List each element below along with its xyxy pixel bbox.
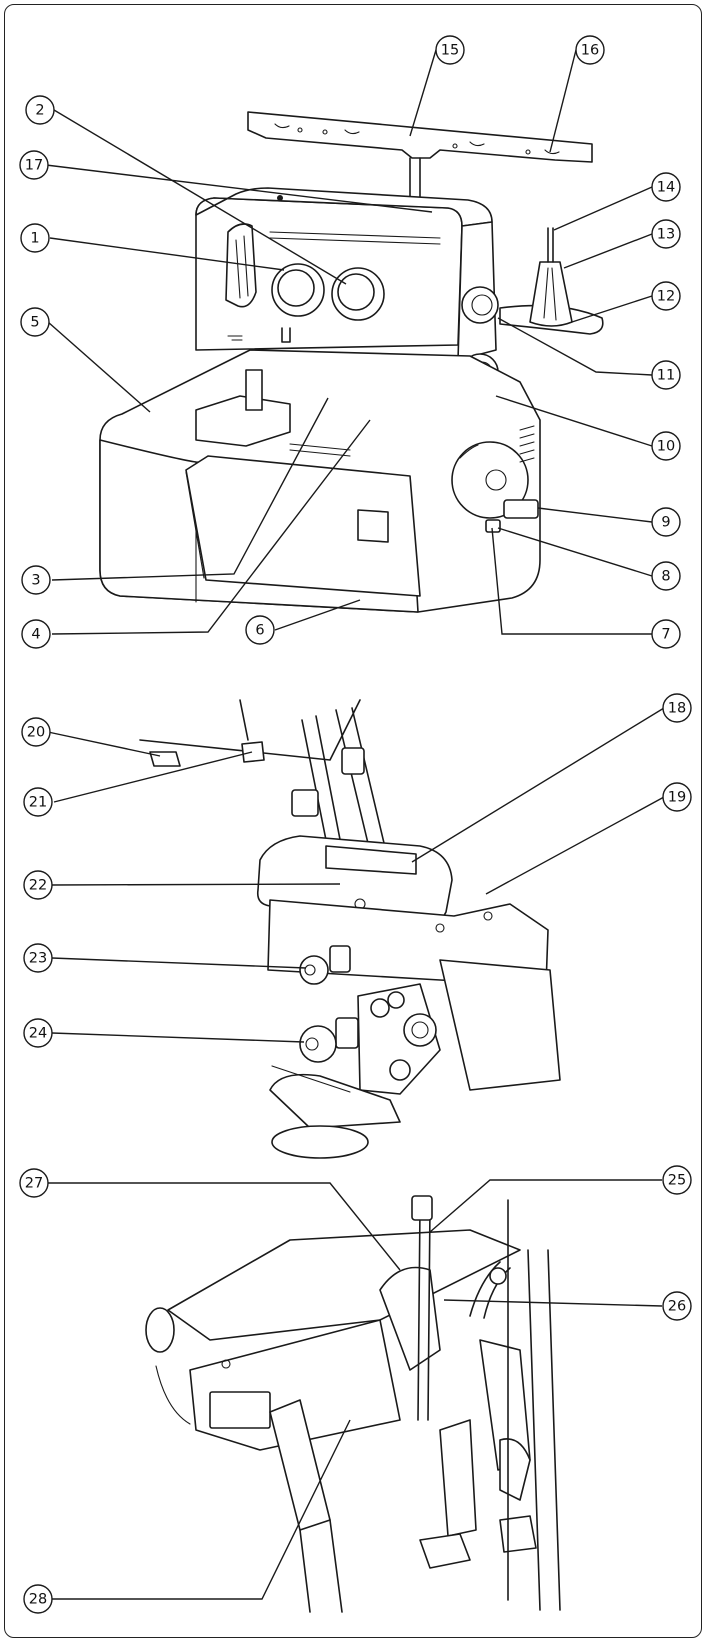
- callout-circle: [23, 787, 53, 817]
- callout-circle: [435, 35, 465, 65]
- callout-circle: [651, 431, 681, 461]
- callout-25: 25: [662, 1165, 692, 1195]
- callout-11: 11: [651, 360, 681, 390]
- callout-number: 10: [657, 439, 675, 455]
- callout-24: 24: [23, 1018, 53, 1048]
- callout-circle: [651, 281, 681, 311]
- callout-circle: [651, 172, 681, 202]
- callout-number: 7: [661, 627, 670, 643]
- looper-area-illustration: [145, 1195, 561, 1613]
- callout-circle: [662, 782, 692, 812]
- callout-number: 20: [27, 725, 45, 741]
- callout-3: 3: [21, 565, 51, 595]
- callout-7: 7: [651, 619, 681, 649]
- leader-lines: [45, 49, 665, 1600]
- callout-number: 25: [668, 1173, 686, 1189]
- callout-number: 26: [668, 1299, 686, 1315]
- callout-number: 9: [661, 515, 670, 531]
- callout-2: 2: [25, 95, 55, 125]
- callout-circle: [23, 943, 53, 973]
- callout-23: 23: [23, 943, 53, 973]
- callout-circle: [662, 693, 692, 723]
- callout-12: 12: [651, 281, 681, 311]
- callout-number: 24: [29, 1026, 47, 1042]
- callout-6: 6: [245, 615, 275, 645]
- callout-circle: [651, 561, 681, 591]
- callout-circle: [21, 717, 51, 747]
- callout-number: 11: [657, 368, 675, 384]
- callout-circle: [20, 307, 50, 337]
- callout-number: 3: [31, 573, 40, 589]
- callout-number: 19: [668, 790, 686, 806]
- callout-circle: [651, 219, 681, 249]
- callout-circle: [20, 223, 50, 253]
- callout-number: 27: [25, 1176, 43, 1192]
- callout-21: 21: [23, 787, 53, 817]
- callout-26: 26: [662, 1291, 692, 1321]
- callout-circle: [21, 565, 51, 595]
- callout-19: 19: [662, 782, 692, 812]
- callout-9: 9: [651, 507, 681, 537]
- callout-circle: [23, 870, 53, 900]
- callout-17: 17: [19, 150, 49, 180]
- overlock-machine-illustration: [99, 111, 604, 613]
- callout-8: 8: [651, 561, 681, 591]
- callout-4: 4: [21, 619, 51, 649]
- callout-circle: [25, 95, 55, 125]
- callout-circle: [575, 35, 605, 65]
- callout-1: 1: [20, 223, 50, 253]
- callout-16: 16: [575, 35, 605, 65]
- callout-circle: [21, 619, 51, 649]
- callout-circle: [662, 1165, 692, 1195]
- callout-number: 6: [255, 623, 264, 639]
- callout-number: 18: [668, 701, 686, 717]
- callout-18: 18: [662, 693, 692, 723]
- callout-circle: [651, 619, 681, 649]
- callout-22: 22: [23, 870, 53, 900]
- callout-circle: [23, 1018, 53, 1048]
- needle-plate-area-illustration: [139, 699, 561, 1159]
- callout-circle: [19, 150, 49, 180]
- callout-number: 14: [657, 180, 675, 196]
- callout-circle: [651, 360, 681, 390]
- callout-number: 16: [581, 43, 599, 59]
- callout-number: 15: [441, 43, 459, 59]
- callout-number: 28: [29, 1592, 47, 1608]
- callout-10: 10: [651, 431, 681, 461]
- callout-circle: [19, 1168, 49, 1198]
- callout-number: 13: [657, 227, 675, 243]
- callout-number: 5: [30, 315, 39, 331]
- callout-number: 23: [29, 951, 47, 967]
- callout-20: 20: [21, 717, 51, 747]
- callout-15: 15: [435, 35, 465, 65]
- callout-5: 5: [20, 307, 50, 337]
- callout-number: 4: [31, 627, 40, 643]
- callout-number: 22: [29, 878, 47, 894]
- callout-number: 2: [35, 103, 44, 119]
- callout-13: 13: [651, 219, 681, 249]
- callout-27: 27: [19, 1168, 49, 1198]
- callout-circle: [245, 615, 275, 645]
- callout-circle: [662, 1291, 692, 1321]
- callout-number: 17: [25, 158, 43, 174]
- callout-number: 1: [30, 231, 39, 247]
- page-frame: [4, 4, 702, 1638]
- callout-number: 12: [657, 289, 675, 305]
- callout-circle: [651, 507, 681, 537]
- callout-14: 14: [651, 172, 681, 202]
- callout-number: 8: [661, 569, 670, 585]
- callout-28: 28: [23, 1584, 53, 1614]
- callout-circle: [23, 1584, 53, 1614]
- callout-number: 21: [29, 795, 47, 811]
